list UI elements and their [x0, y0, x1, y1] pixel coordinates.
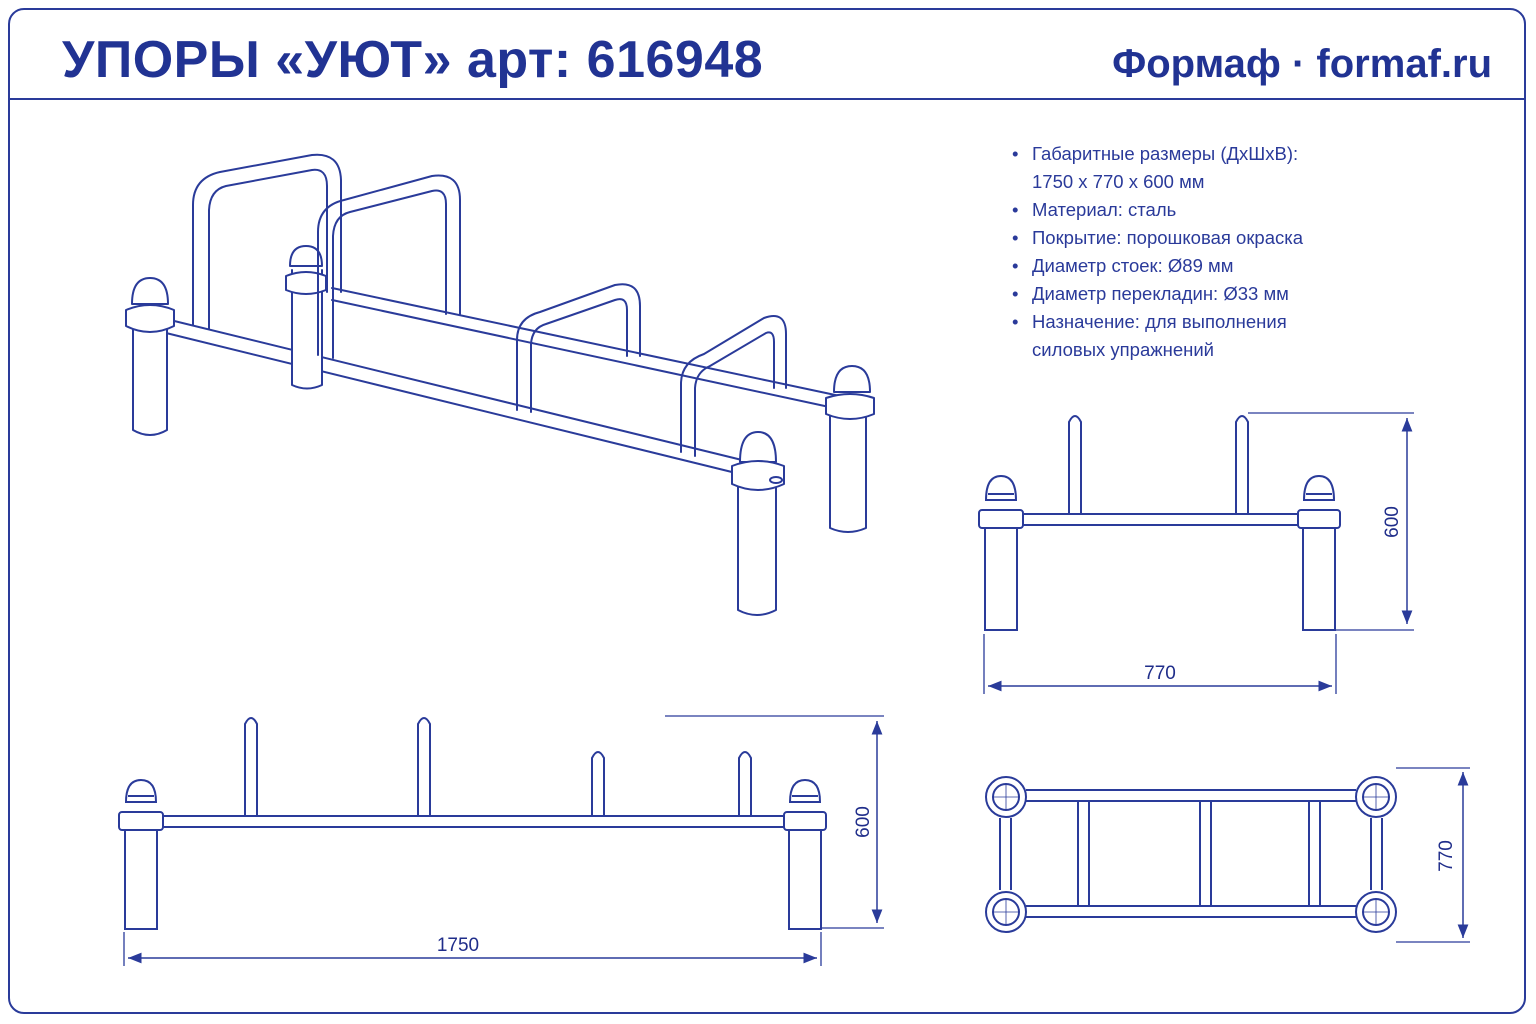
side-view-width-label: 770: [1144, 663, 1176, 684]
spec-purpose: Назначение: для выполнения силовых упраж…: [1012, 308, 1412, 364]
spec-dimensions: Габаритные размеры (ДхШхВ): 1750 х 770 х…: [1012, 140, 1412, 196]
isometric-view: [125, 153, 875, 616]
side-view-height-label: 600: [1382, 506, 1403, 538]
spec-material: Материал: сталь: [1012, 196, 1412, 224]
spec-list: Габаритные размеры (ДхШхВ): 1750 х 770 х…: [1012, 140, 1412, 364]
side-view: [978, 412, 1414, 694]
iso-hoop-1: [192, 153, 342, 330]
spec-purpose-line2: силовых упражнений: [1032, 339, 1215, 360]
drawing-sheet-border: [8, 8, 1526, 1014]
iso-hoop-2: [317, 174, 461, 359]
header-bar: УПОРЫ «УЮТ» арт: 616948 Формаф · formaf.…: [8, 8, 1526, 100]
iso-hoop-4: [680, 315, 787, 457]
iso-post-front-right: [731, 431, 785, 616]
iso-post-back-right: [825, 365, 875, 533]
top-view-width-label: 770: [1436, 840, 1457, 872]
spec-dimensions-value: 1750 х 770 х 600 мм: [1032, 171, 1205, 192]
page-title: УПОРЫ «УЮТ» арт: 616948: [62, 31, 764, 89]
iso-post-front-left: [125, 277, 175, 436]
top-view-post-bl: [985, 891, 1027, 933]
spec-coating: Покрытие: порошковая окраска: [1012, 224, 1412, 252]
iso-post-back-left: [285, 245, 327, 390]
top-view-post-br: [1355, 891, 1397, 933]
spec-post-diameter: Диаметр стоек: Ø89 мм: [1012, 252, 1412, 280]
front-view-height-label: 600: [853, 806, 874, 838]
spec-bar-diameter: Диаметр перекладин: Ø33 мм: [1012, 280, 1412, 308]
top-view-post-tr: [1355, 776, 1397, 818]
spec-dimensions-label: Габаритные размеры (ДхШхВ):: [1032, 143, 1299, 164]
front-view: [118, 715, 884, 966]
iso-hoop-3: [516, 283, 641, 413]
front-view-length-label: 1750: [437, 935, 479, 956]
spec-purpose-line1: Назначение: для выполнения: [1032, 311, 1287, 332]
brand-name: Формаф · formaf.ru: [1112, 42, 1492, 86]
top-view: [985, 767, 1470, 943]
top-view-post-tl: [985, 776, 1027, 818]
